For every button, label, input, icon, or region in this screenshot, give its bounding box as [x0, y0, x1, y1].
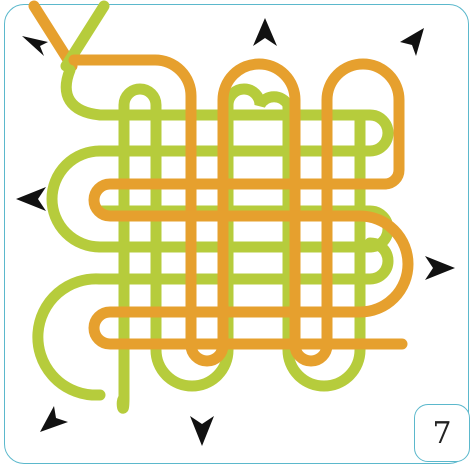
arrow-up-left-icon — [22, 36, 48, 56]
arrow-up-right-icon — [400, 28, 424, 56]
arrow-up-icon — [253, 18, 277, 46]
arrow-right-icon — [425, 256, 455, 280]
arrow-down-icon — [190, 416, 214, 446]
arrow-down-left-icon — [40, 406, 68, 432]
step-number-badge: 7 — [414, 404, 470, 462]
arrow-left-icon — [16, 187, 46, 211]
